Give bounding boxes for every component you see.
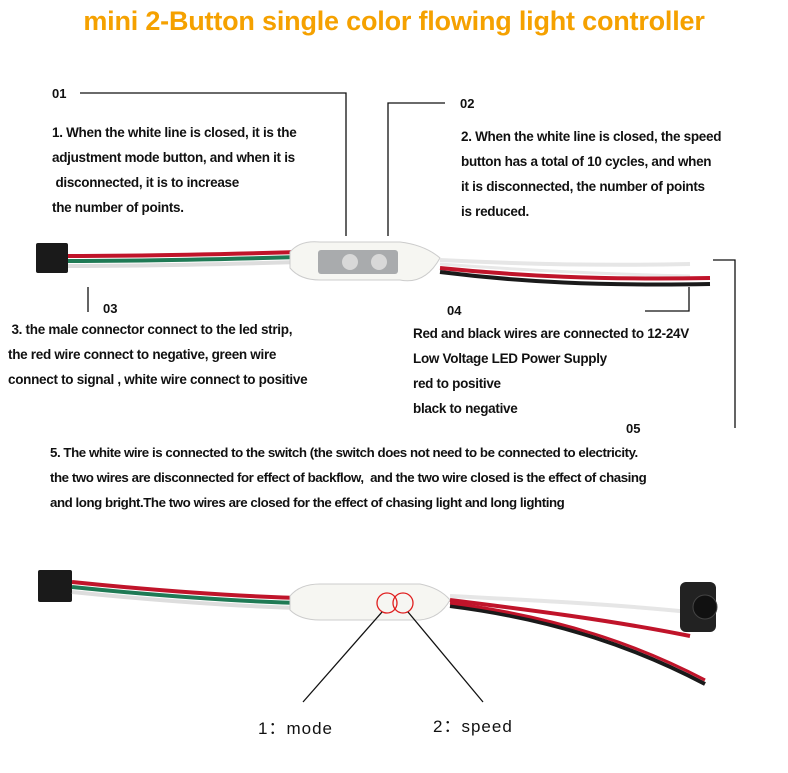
leader-line-04 — [645, 287, 690, 312]
text-line: 2. When the white line is closed, the sp… — [461, 129, 722, 144]
text-line: button has a total of 10 cycles, and whe… — [461, 154, 712, 169]
text-line: red to positive — [413, 376, 501, 391]
callout-02-number: 02 — [460, 96, 475, 111]
text-line: it is disconnected, the number of points — [461, 179, 705, 194]
mode-button-marker — [376, 592, 398, 614]
text-line: 5. The white wire is connected to the sw… — [50, 445, 638, 460]
male-connector — [36, 243, 68, 273]
callout-01-text: 1. When the white line is closed, it is … — [52, 120, 297, 220]
text-line: Low Voltage LED Power Supply — [413, 351, 607, 366]
callout-04-number: 04 — [447, 303, 462, 318]
leader-line-02 — [387, 102, 445, 236]
callout-05-number: 05 — [626, 421, 641, 436]
text-line: black to negative — [413, 401, 518, 416]
male-connector — [38, 570, 72, 602]
controller-photo-top — [36, 241, 711, 287]
text-line: adjustment mode button, and when it is — [52, 150, 295, 165]
leader-lines — [80, 92, 736, 428]
text-line: 3. the male connector connect to the led… — [8, 322, 293, 337]
callout-04-text: Red and black wires are connected to 12-… — [413, 321, 689, 421]
speed-button-label: 2：speed — [433, 717, 513, 736]
text-line: disconnected, it is to increase — [52, 175, 239, 190]
callout-03-number: 03 — [103, 301, 118, 316]
text-line: the red wire connect to negative, green … — [8, 347, 277, 362]
text-line: the number of points. — [52, 200, 184, 215]
leader-line-05 — [713, 259, 736, 428]
mode-button-label: 1：mode — [258, 719, 333, 738]
leader-line-01 — [80, 92, 347, 236]
text-line: and long bright.The two wires are closed… — [50, 495, 565, 510]
page-title: mini 2-Button single color flowing light… — [83, 6, 705, 36]
text-line: is reduced. — [461, 204, 529, 219]
callout-05-text: 5. The white wire is connected to the sw… — [50, 440, 647, 515]
speed-button-marker — [392, 592, 414, 614]
text-line: Red and black wires are connected to 12-… — [413, 326, 689, 341]
callout-03-text: 3. the male connector connect to the led… — [8, 317, 308, 392]
text-line: 1. When the white line is closed, it is … — [52, 125, 297, 140]
callout-02-text: 2. When the white line is closed, the sp… — [461, 124, 721, 224]
text-line: connect to signal , white wire connect t… — [8, 372, 308, 387]
callout-01-number: 01 — [52, 86, 67, 101]
controller-photo-bottom — [38, 570, 718, 703]
text-line: the two wires are disconnected for effec… — [50, 470, 647, 485]
